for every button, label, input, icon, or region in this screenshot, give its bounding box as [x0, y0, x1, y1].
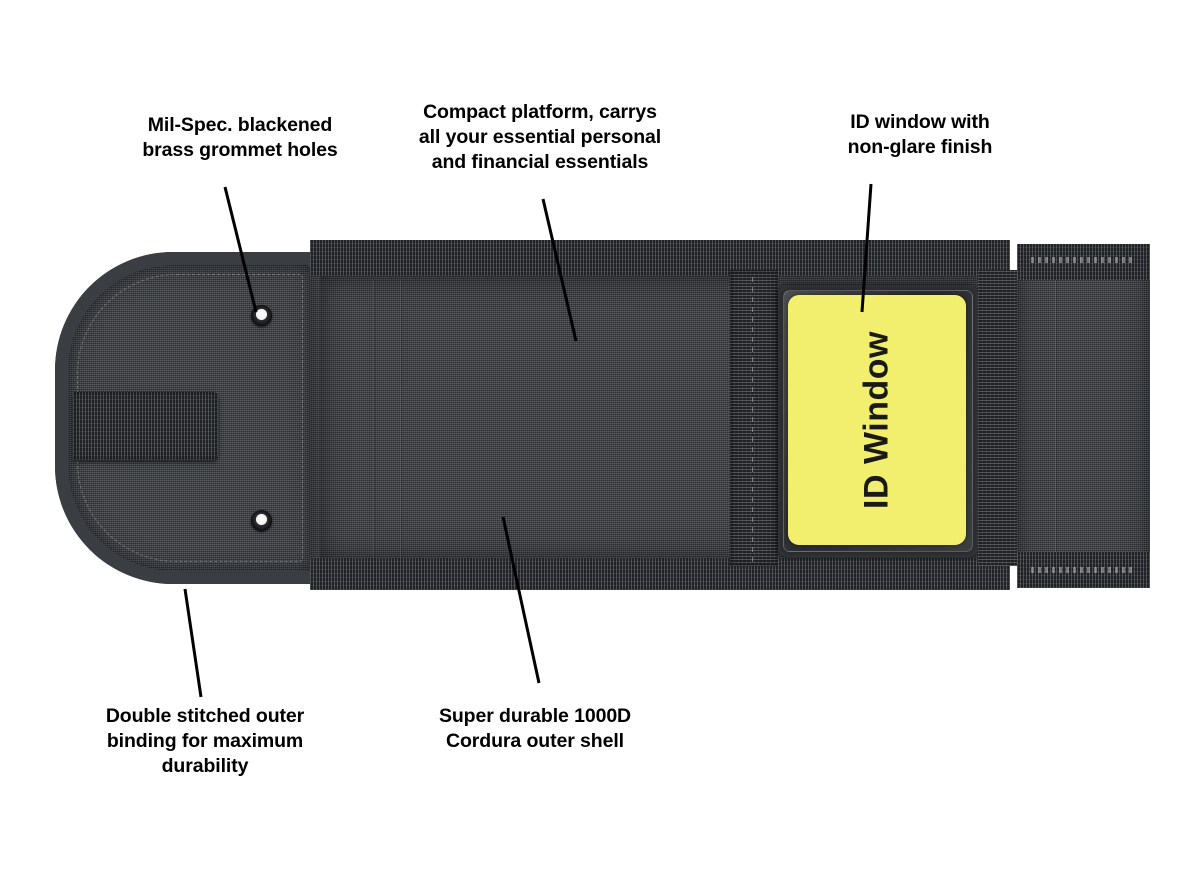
id-card: ID Window	[788, 295, 966, 545]
grommet-hole-bottom	[251, 510, 272, 531]
callout-cordura-shell: Super durable 1000D Cordura outer shell	[438, 705, 632, 752]
callout-mil-spec-grommet: Mil-Spec. blackened brass grommet holes	[142, 114, 338, 161]
callout-compact-platform: Compact platform, carrys all your essent…	[418, 101, 662, 173]
bottom-tab-threads	[1031, 567, 1136, 573]
callout-id-window: ID window with non-glare finish	[847, 111, 993, 158]
vertical-seam-left	[373, 280, 375, 558]
bottom-binding-tape	[310, 558, 1010, 590]
right-panel-seam	[1055, 280, 1057, 552]
id-card-label: ID Window	[857, 331, 896, 509]
id-window-frame: ID Window	[778, 285, 978, 557]
webbing-strap-loop	[73, 392, 218, 460]
right-panel-bottom-tab	[1017, 552, 1150, 588]
right-side-panel	[1017, 244, 1150, 588]
vertical-seam-left-2	[400, 280, 402, 558]
product-photo: ID Window	[55, 240, 1150, 595]
id-window-right-webbing	[978, 270, 1020, 566]
callout-double-stitched-binding: Double stitched outer binding for maximu…	[105, 705, 305, 777]
grommet-hole-top	[251, 305, 272, 326]
leader-line-binding	[183, 588, 203, 698]
id-window-stitch-line	[752, 274, 753, 562]
right-panel-top-tab	[1017, 244, 1150, 280]
id-window-left-webbing	[730, 270, 778, 566]
top-tab-threads	[1031, 257, 1136, 263]
top-binding-tape	[310, 240, 1010, 276]
